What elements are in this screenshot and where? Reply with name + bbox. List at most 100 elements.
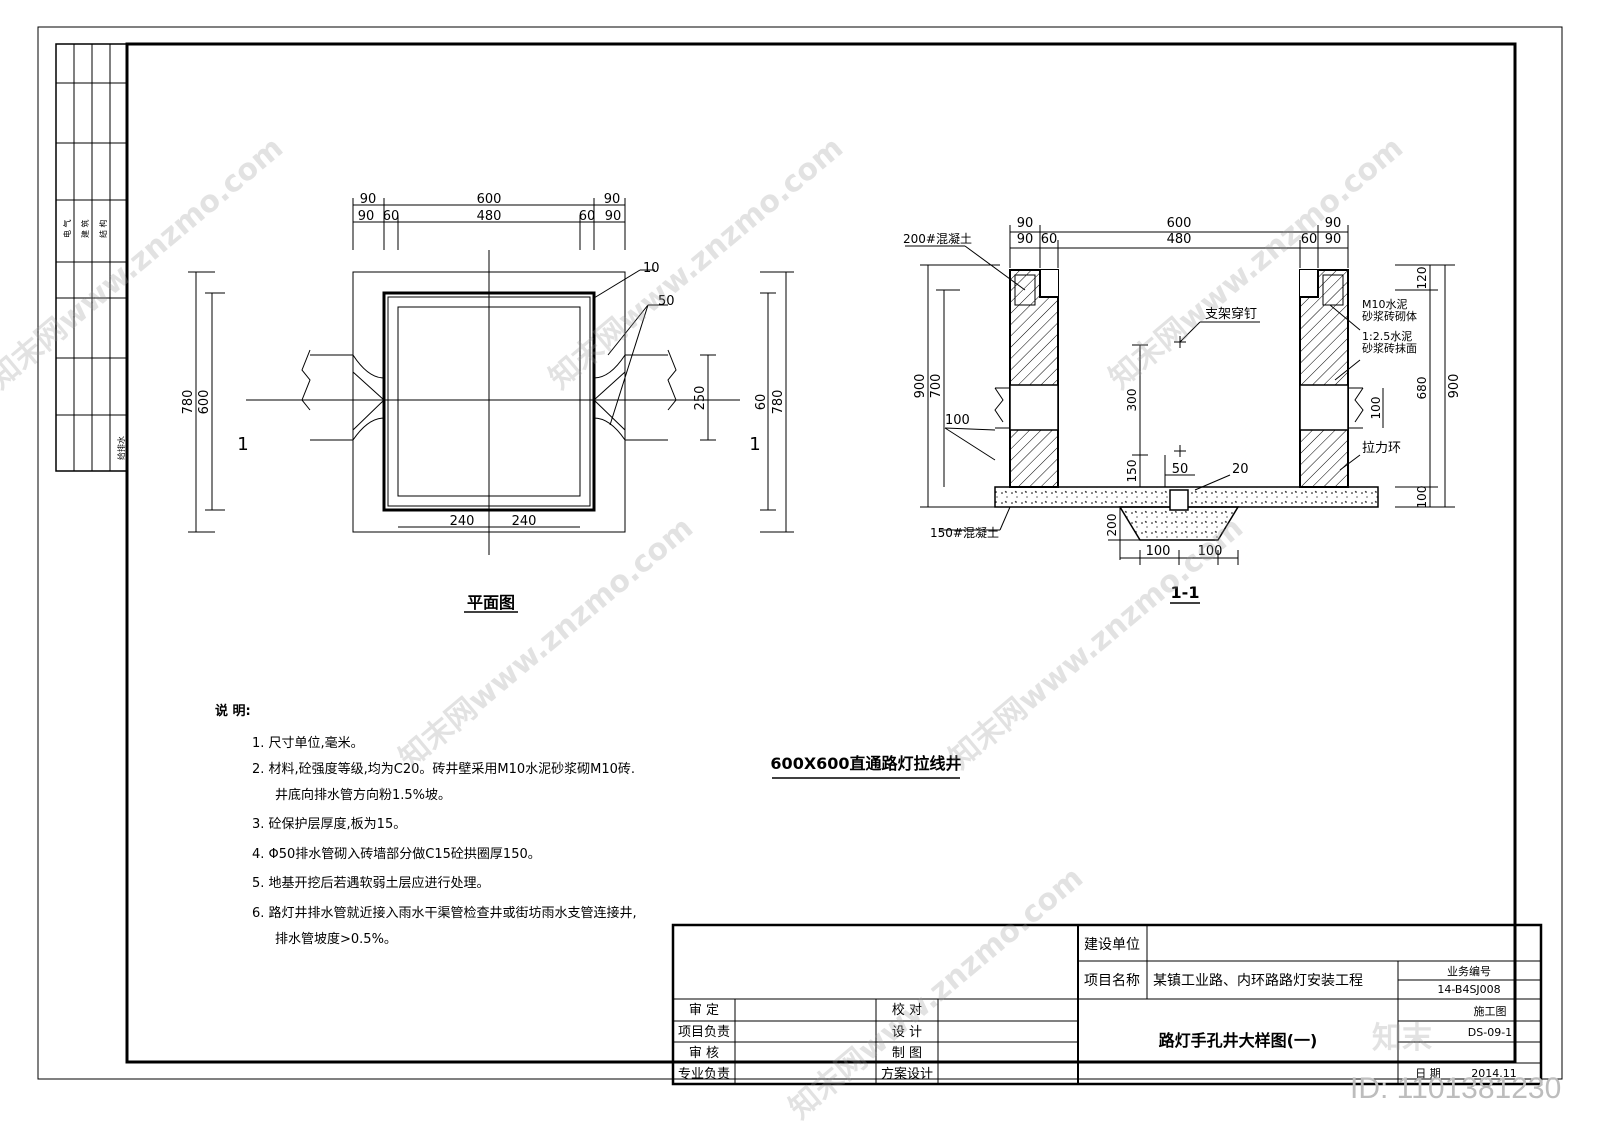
plan-dim-right-60: 60 — [754, 394, 769, 411]
note-item-3: 3. 砼保护层厚度,板为15。 — [252, 816, 406, 832]
notes: 说 明: 1. 尺寸单位,毫米。 2. 材料,砼强度等级,均为C20。砖井壁采用… — [215, 703, 637, 947]
plan-callout-10: 10 — [643, 261, 660, 276]
sec-dim-right-120: 120 — [1415, 267, 1429, 290]
sec-dim-20: 20 — [1232, 462, 1249, 477]
plan-dim-pipe-250: 250 — [693, 386, 708, 411]
plan-dim-right-780: 780 — [771, 390, 786, 415]
sec-label-bracket: 支架穿钉 — [1205, 306, 1257, 322]
plan-dim-lower-60-l: 60 — [383, 209, 400, 224]
section-view — [905, 225, 1455, 604]
plan-section-mark-left: 1 — [237, 434, 248, 455]
plan-dim-lower-480: 480 — [477, 209, 502, 224]
sec-dim-200: 200 — [1105, 514, 1119, 537]
role-left-3: 审 核 — [689, 1046, 719, 1061]
sec-label-masonry-1: M10水泥 — [1362, 298, 1408, 311]
side-strip-row-2: 建 筑 — [80, 219, 90, 238]
role-left-1: 审 定 — [689, 1003, 719, 1018]
note-item-5: 5. 地基开挖后若遇软弱土层应进行处理。 — [252, 875, 490, 891]
plan-caption: 平面图 — [467, 593, 515, 612]
watermark-text-1: 知末网www.znzmo.com — [0, 130, 290, 396]
watermark-text-6: 知末网www.znzmo.com — [783, 860, 1090, 1126]
project-value: 某镇工业路、内环路路灯安装工程 — [1153, 973, 1363, 989]
project-label: 项目名称 — [1084, 973, 1140, 989]
plan-dim-bottom-240-l: 240 — [450, 514, 475, 529]
plan-dim-lower-90-l: 90 — [358, 209, 375, 224]
plan-dim-lower-90-r: 90 — [605, 209, 622, 224]
sec-dim-top-600: 600 — [1167, 216, 1192, 231]
sec-dim-bottom-100-l: 100 — [1146, 544, 1171, 559]
business-no-label: 业务编号 — [1447, 964, 1491, 978]
sec-dim-lower-90-r: 90 — [1325, 232, 1342, 247]
watermark-text-3: 知末网www.znzmo.com — [1103, 130, 1410, 396]
role-right-3: 制 图 — [892, 1046, 922, 1061]
plan-view — [188, 198, 794, 613]
inner-frame — [125, 42, 1517, 1064]
sec-label-plaster-1: 1:2.5水泥 — [1362, 330, 1412, 343]
plan-dim-bottom-240-r: 240 — [512, 514, 537, 529]
date-label: 日 期 — [1415, 1067, 1441, 1080]
side-strip: 电 气 建 筑 结 构 给排水 — [55, 43, 128, 472]
section-caption: 1-1 — [1171, 583, 1200, 602]
sec-dim-top-90-l: 90 — [1017, 216, 1034, 231]
sec-dim-lower-480: 480 — [1167, 232, 1192, 247]
note-item-2b: 井底向排水管方向粉1.5%坡。 — [275, 787, 451, 803]
role-left-2: 项目负责 — [678, 1025, 730, 1040]
sec-dim-lower-60-l: 60 — [1041, 232, 1058, 247]
watermark-logo: 知末 — [1372, 1021, 1432, 1056]
sec-dim-right-100: 100 — [1415, 486, 1429, 509]
note-item-6b: 排水管坡度>0.5%。 — [275, 931, 397, 947]
sec-dim-bottom-100-r: 100 — [1198, 544, 1223, 559]
sec-label-plaster-2: 砂浆砖抹面 — [1362, 341, 1417, 355]
watermark-text-2: 知末网www.znzmo.com — [543, 130, 850, 396]
sec-dim-right-900: 900 — [1447, 374, 1462, 399]
notes-heading: 说 明: — [215, 703, 251, 719]
sec-label-100: 100 — [945, 413, 970, 428]
stage-value: 施工图 — [1474, 1005, 1507, 1018]
sec-label-ring: 拉力环 — [1362, 441, 1401, 456]
plan-dim-top-right-90: 90 — [604, 192, 621, 207]
plan-dim-top-600: 600 — [477, 192, 502, 207]
title-block — [671, 923, 1543, 1086]
sec-dim-150: 150 — [1125, 460, 1139, 483]
sec-dim-left-900: 900 — [913, 374, 928, 399]
role-left-4: 专业负责 — [678, 1067, 730, 1082]
note-item-1: 1. 尺寸单位,毫米。 — [252, 735, 364, 751]
role-right-2: 设 计 — [892, 1025, 922, 1040]
note-item-6: 6. 路灯井排水管就近接入雨水干渠管检查井或街坊雨水支管连接井, — [252, 905, 637, 921]
role-right-4: 方案设计 — [881, 1066, 933, 1082]
outer-frame — [37, 26, 1563, 1080]
watermark-id: ID: 1101381230 — [1350, 1072, 1561, 1105]
side-strip-row-4: 给排水 — [116, 436, 126, 460]
sec-label-c200: 200#混凝土 — [903, 231, 972, 246]
side-strip-row-1: 电 气 — [62, 219, 72, 238]
sheet-value: DS-09-1 — [1468, 1026, 1512, 1039]
plan-dim-left-780: 780 — [181, 390, 196, 415]
plan-dim-left-600: 600 — [197, 390, 212, 415]
sec-dim-right-680: 680 — [1415, 377, 1429, 400]
sec-label-c150: 150#混凝土 — [930, 525, 999, 540]
date-value: 2014.11 — [1471, 1067, 1517, 1080]
plan-callout-50: 50 — [658, 294, 675, 309]
plan-section-mark-right: 1 — [749, 434, 760, 455]
side-strip-row-3: 结 构 — [98, 219, 108, 238]
watermark-text-5: 知末网www.znzmo.com — [943, 510, 1250, 776]
watermark-text-4: 知末网www.znzmo.com — [393, 510, 700, 776]
sec-dim-lower-90-l: 90 — [1017, 232, 1034, 247]
note-item-4: 4. Φ50排水管砌入砖墙部分做C15砼拱圈厚150。 — [252, 847, 541, 862]
business-no-value: 14-B4SJ008 — [1437, 983, 1500, 996]
sec-dim-50: 50 — [1172, 462, 1189, 477]
drawing-name: 路灯手孔井大样图(一) — [1159, 1031, 1318, 1050]
builder-label: 建设单位 — [1084, 937, 1140, 953]
plan-dim-top-left-90: 90 — [360, 192, 377, 207]
role-right-1: 校 对 — [892, 1002, 922, 1018]
sec-dim-lower-60-r: 60 — [1301, 232, 1318, 247]
drawing-title: 600X600直通路灯拉线井 — [770, 754, 961, 773]
sec-dim-pipe-100: 100 — [1369, 397, 1383, 420]
sec-label-masonry-2: 砂浆砖砌体 — [1362, 309, 1417, 323]
note-item-2: 2. 材料,砼强度等级,均为C20。砖井壁采用M10水泥砂浆砌M10砖. — [252, 761, 635, 777]
plan-dim-lower-60-r: 60 — [579, 209, 596, 224]
sec-dim-left-700: 700 — [929, 374, 944, 399]
sec-dim-top-90-r: 90 — [1325, 216, 1342, 231]
sec-dim-300: 300 — [1125, 389, 1139, 412]
